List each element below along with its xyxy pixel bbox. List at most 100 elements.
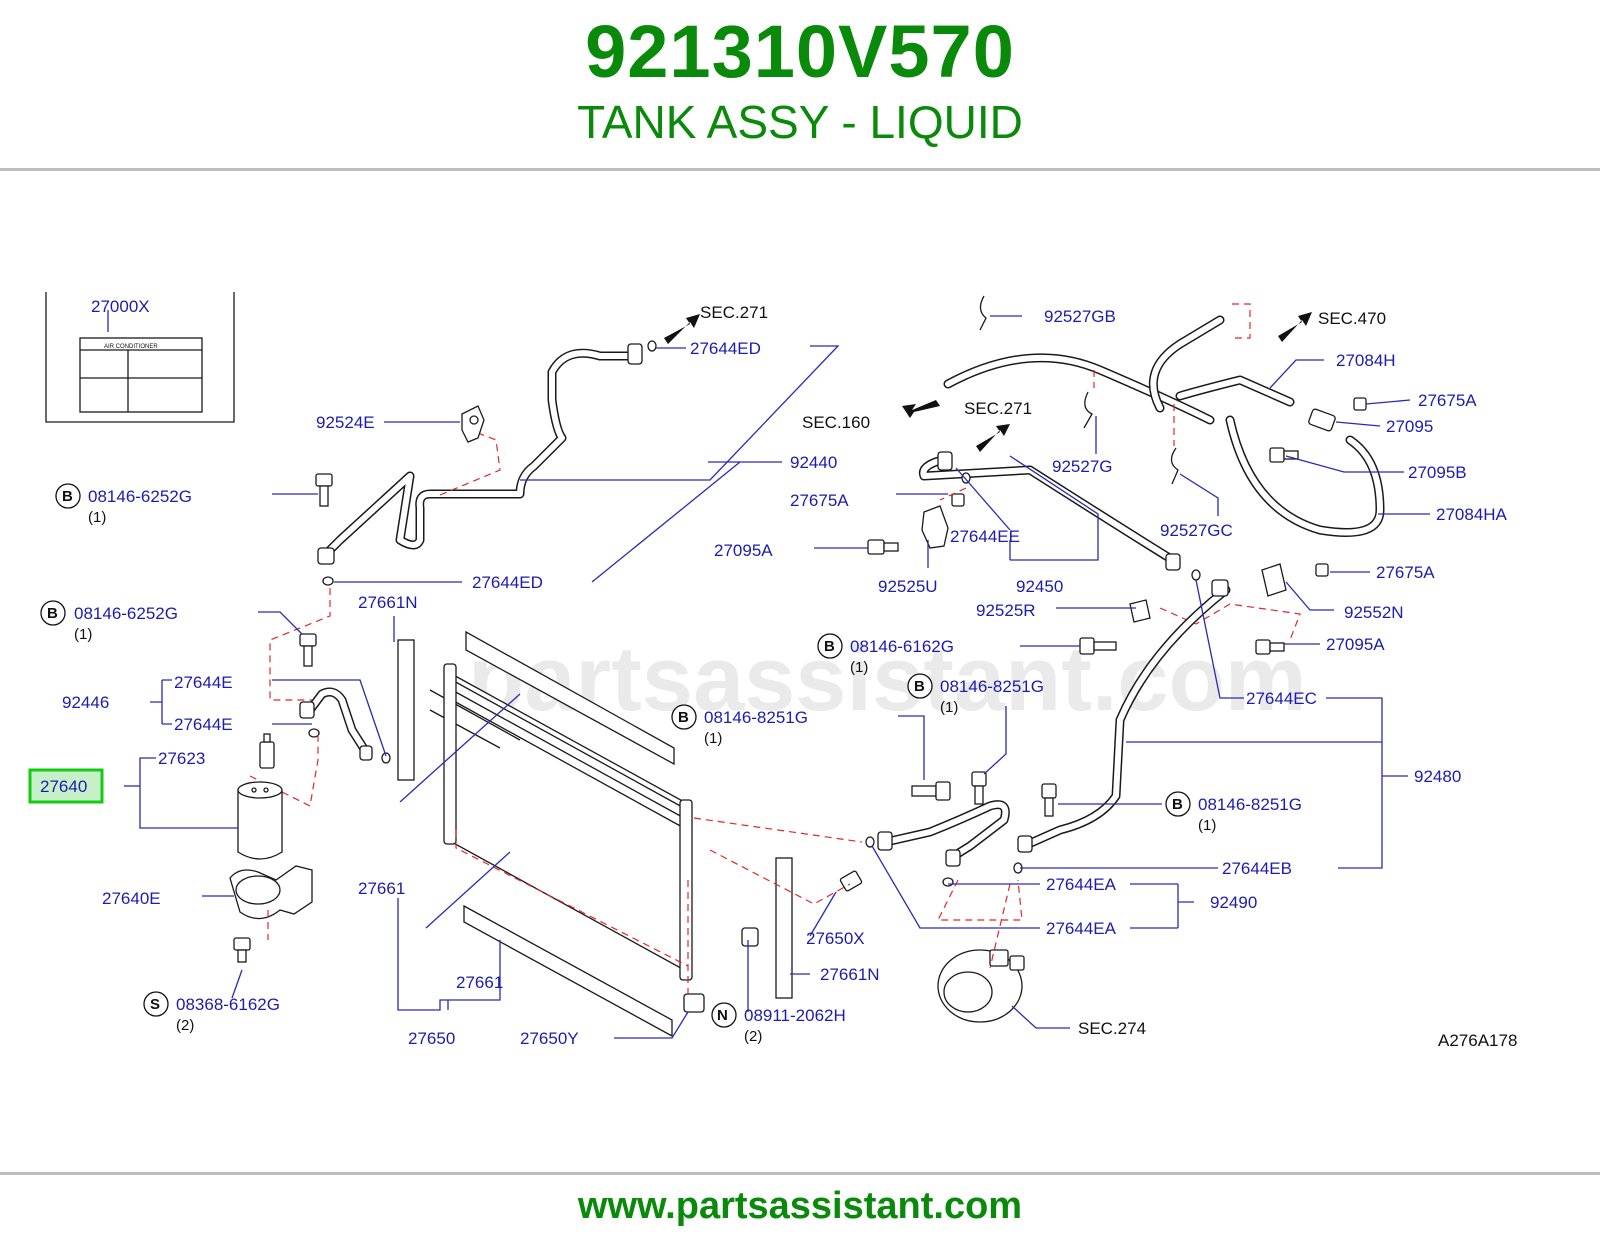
- pipe-92446: [299, 687, 391, 764]
- arrow-sec271-right: [976, 424, 1010, 452]
- label-sec274[interactable]: SEC.274: [1078, 1019, 1146, 1038]
- label-92525r[interactable]: 92525R: [976, 601, 1036, 620]
- label-08146-6252g-lower[interactable]: 08146-6252G: [74, 604, 178, 623]
- hose-92480: [1017, 579, 1231, 853]
- callout-circle-b-5: B: [907, 673, 933, 699]
- label-92440[interactable]: 92440: [790, 453, 837, 472]
- svg-text:B: B: [1172, 796, 1183, 813]
- qty-08911-2062h: (2): [744, 1028, 762, 1045]
- label-27675a-right-upper[interactable]: 27675A: [1418, 391, 1477, 410]
- clip-92527gc: [1170, 447, 1179, 485]
- label-92490[interactable]: 92490: [1210, 893, 1257, 912]
- label-27644ed-upper[interactable]: 27644ED: [690, 339, 761, 358]
- bracket-27640e: [229, 865, 313, 920]
- pipe-92440: [317, 340, 657, 586]
- label-08146-6162g[interactable]: 08146-6162G: [850, 637, 954, 656]
- label-27095b[interactable]: 27095B: [1408, 463, 1467, 482]
- label-08146-8251g-middle[interactable]: 08146-8251G: [940, 677, 1044, 696]
- clip-92527g: [1083, 391, 1093, 429]
- part-labels: 92524E 08146-6252G (1) 08146-6252G (1) S…: [40, 303, 1517, 1050]
- part-number-title: 921310V570: [585, 10, 1015, 93]
- label-27640[interactable]: 27640: [40, 777, 87, 796]
- label-27650x[interactable]: 27650X: [806, 929, 865, 948]
- label-08146-8251g-right[interactable]: 08146-8251G: [1198, 795, 1302, 814]
- label-27644eb[interactable]: 27644EB: [1222, 859, 1292, 878]
- bolt-27675a-right-lower: [1315, 563, 1329, 577]
- label-27095a-upper[interactable]: 27095A: [714, 541, 773, 560]
- label-08911-2062h[interactable]: 08911-2062H: [744, 1006, 846, 1025]
- callout-circle-s: S: [143, 991, 169, 1017]
- arrow-sec271-upper: [664, 314, 700, 344]
- label-27644ea-lower[interactable]: 27644EA: [1046, 919, 1117, 938]
- svg-text:B: B: [914, 678, 925, 695]
- label-27675a-right-lower[interactable]: 27675A: [1376, 563, 1435, 582]
- diagram-code: A276A178: [1438, 1031, 1517, 1050]
- clip-92524e: [461, 405, 485, 443]
- label-92525u[interactable]: 92525U: [878, 577, 938, 596]
- callout-circle-b-2: B: [40, 600, 66, 626]
- label-92552n[interactable]: 92552N: [1344, 603, 1404, 622]
- bolt-08146-6162g: [1079, 637, 1117, 655]
- label-92524e[interactable]: 92524E: [316, 413, 375, 432]
- svg-text:B: B: [62, 488, 73, 505]
- label-27095[interactable]: 27095: [1386, 417, 1433, 436]
- label-92446[interactable]: 92446: [62, 693, 109, 712]
- clip-92527gb: [979, 295, 987, 331]
- label-27650y[interactable]: 27650Y: [520, 1029, 579, 1048]
- label-27095a-right[interactable]: 27095A: [1326, 635, 1385, 654]
- label-08146-8251g-left[interactable]: 08146-8251G: [704, 708, 808, 727]
- highlight-box-27640: [28, 768, 104, 804]
- label-27650[interactable]: 27650: [408, 1029, 455, 1048]
- label-27661n-right[interactable]: 27661N: [820, 965, 880, 984]
- liquid-tank-27640: [237, 781, 283, 860]
- nut-08911-2062h: [741, 927, 759, 947]
- switch-27095: [1308, 408, 1336, 432]
- label-27644ed-lower[interactable]: 27644ED: [472, 573, 543, 592]
- label-27675a-upper[interactable]: 27675A: [790, 491, 849, 510]
- label-27661-lower[interactable]: 27661: [456, 973, 503, 992]
- callout-circle-b-4: B: [817, 633, 843, 659]
- callout-circle-n: N: [711, 1002, 737, 1028]
- bolt-27675a-upper: [951, 493, 965, 507]
- label-sec160[interactable]: SEC.160: [802, 413, 870, 432]
- arrow-sec470: [1278, 312, 1312, 342]
- label-92527gc[interactable]: 92527GC: [1160, 521, 1233, 540]
- ac-label-sticker-group: AIR CONDITIONER 27000X: [45, 292, 235, 423]
- label-27084ha[interactable]: 27084HA: [1436, 505, 1508, 524]
- label-27644e-lower[interactable]: 27644E: [174, 715, 233, 734]
- label-sec271-upper[interactable]: SEC.271: [700, 303, 768, 322]
- sticker-text: AIR CONDITIONER: [104, 344, 158, 350]
- label-08146-6252g-upper[interactable]: 08146-6252G: [88, 487, 192, 506]
- label-92527g[interactable]: 92527G: [1052, 457, 1113, 476]
- qty-08146-8251g-right: (1): [1198, 817, 1216, 834]
- qty-08368-6162g: (2): [176, 1017, 194, 1034]
- bolt-08146-6252g-upper: [315, 473, 333, 507]
- label-27000x[interactable]: 27000X: [91, 297, 150, 316]
- callout-circle-b-6: B: [1165, 791, 1191, 817]
- label-27640e[interactable]: 27640E: [102, 889, 161, 908]
- label-08368-6162g[interactable]: 08368-6162G: [176, 995, 280, 1014]
- part-name-subtitle: TANK ASSY - LIQUID: [577, 96, 1023, 148]
- qty-08146-6252g-lower: (1): [74, 626, 92, 643]
- label-92480[interactable]: 92480: [1414, 767, 1461, 786]
- bracket-92525u: [921, 505, 949, 549]
- label-27661n-left[interactable]: 27661N: [358, 593, 418, 612]
- label-27644ee[interactable]: 27644EE: [950, 527, 1020, 546]
- label-27644e-upper[interactable]: 27644E: [174, 673, 233, 692]
- label-sec470[interactable]: SEC.470: [1318, 309, 1386, 328]
- label-27661-left[interactable]: 27661: [358, 879, 405, 898]
- svg-text:B: B: [47, 605, 58, 622]
- label-27623[interactable]: 27623: [158, 749, 205, 768]
- bolt-27095a-right: [1255, 639, 1285, 655]
- label-92450[interactable]: 92450: [1016, 577, 1063, 596]
- air-guide-27661-lower: [463, 904, 673, 1038]
- label-92527gb[interactable]: 92527GB: [1044, 307, 1116, 326]
- qty-08146-6162g: (1): [850, 659, 868, 676]
- pipe-92490: [877, 800, 1010, 867]
- footer-website-link[interactable]: www.partsassistant.com: [577, 1185, 1023, 1227]
- label-27644ea-upper[interactable]: 27644EA: [1046, 875, 1117, 894]
- bolt-08146-8251g-left: [911, 781, 951, 801]
- label-sec271-right[interactable]: SEC.271: [964, 399, 1032, 418]
- label-27084h[interactable]: 27084H: [1336, 351, 1396, 370]
- label-27644ec[interactable]: 27644EC: [1246, 689, 1317, 708]
